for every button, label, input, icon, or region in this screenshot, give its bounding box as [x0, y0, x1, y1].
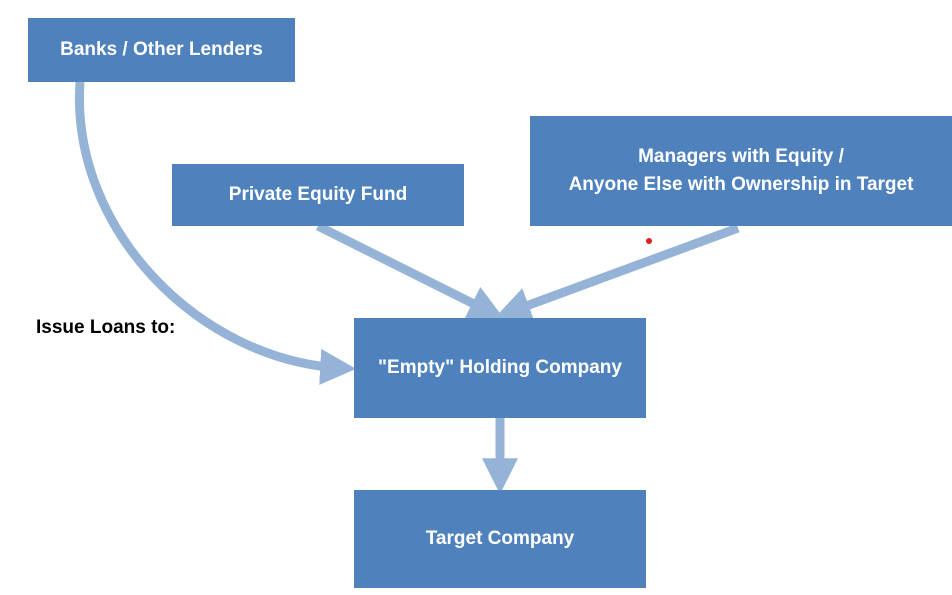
arrow-banks-to-holding: [74, 81, 357, 385]
arrow-pe-to-holding: [315, 221, 505, 320]
managers-equity-label-line1: Managers with Equity /: [638, 146, 844, 167]
arrow-managers-to-holding: [494, 223, 740, 323]
managers-equity-label-line2: Anyone Else with Ownership in Target: [568, 174, 914, 195]
private-equity-fund-box: Private Equity Fund: [172, 164, 464, 226]
holding-company-label: "Empty" Holding Company: [378, 357, 622, 378]
holding-company-box: "Empty" Holding Company: [354, 318, 646, 418]
red-dot-marker: [646, 238, 652, 244]
managers-equity-box: Managers with Equity / Anyone Else with …: [530, 116, 952, 226]
target-company-box: Target Company: [354, 490, 646, 588]
issue-loans-label: Issue Loans to:: [36, 317, 176, 338]
target-company-label: Target Company: [425, 528, 575, 549]
banks-lenders-box: Banks / Other Lenders: [28, 18, 295, 82]
private-equity-fund-label: Private Equity Fund: [228, 184, 408, 205]
banks-lenders-label: Banks / Other Lenders: [60, 39, 263, 60]
